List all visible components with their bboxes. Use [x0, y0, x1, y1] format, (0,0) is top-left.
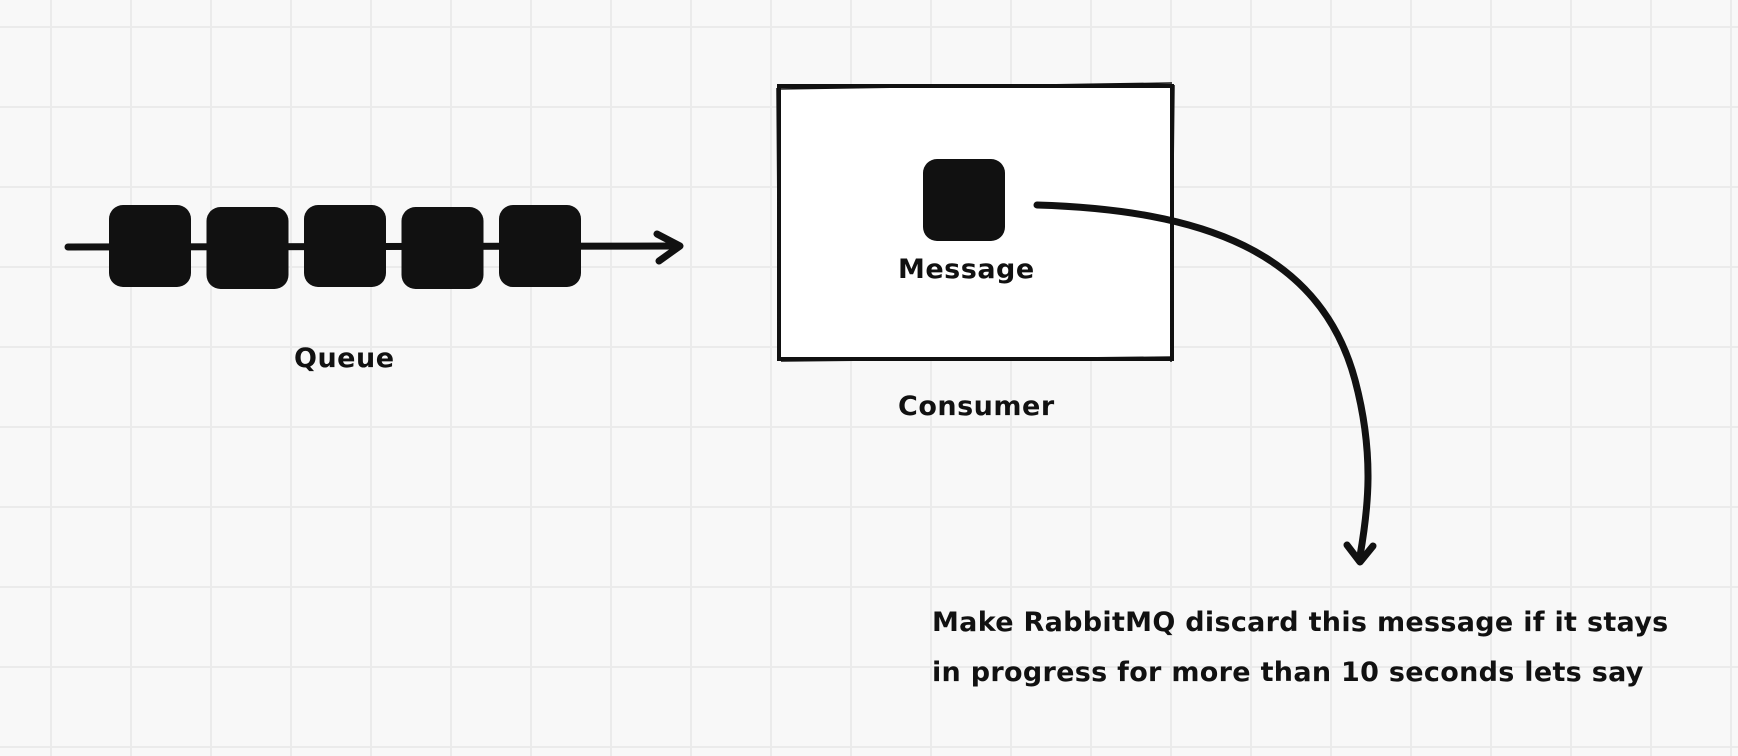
discard-arrow-line — [1033, 201, 1372, 560]
queue-item — [499, 205, 581, 287]
consumer-box-sketch-line — [776, 82, 1175, 363]
consumer-label: Consumer — [898, 391, 1055, 422]
discard-arrow-head — [1343, 541, 1377, 566]
queue-item — [109, 205, 191, 287]
queue-items — [109, 205, 581, 289]
queue-item — [304, 205, 386, 287]
queue-item — [401, 207, 484, 289]
annotation-line-1: Make RabbitMQ discard this message if it… — [932, 607, 1669, 638]
queue-arrow-head — [653, 230, 684, 265]
message-label: Message — [898, 254, 1035, 285]
message-icon — [923, 159, 1005, 241]
annotation-line-2: in progress for more than 10 seconds let… — [932, 657, 1644, 688]
queue-item — [206, 207, 289, 289]
queue-label: Queue — [294, 343, 395, 374]
annotation-note: Make RabbitMQ discard this message if it… — [932, 598, 1669, 698]
